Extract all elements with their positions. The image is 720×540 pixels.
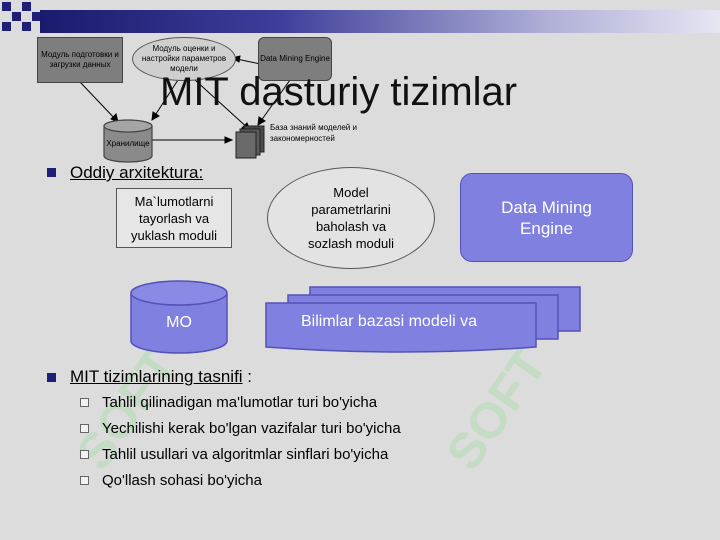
model-param-module-ellipse: Model parametrlarini baholash va sozlash…: [267, 167, 435, 269]
small-load-module-label: Модуль подготовки и загрузки данных: [41, 50, 119, 69]
small-engine-box: Data Mining Engine: [258, 37, 332, 81]
data-load-module-label: Ma`lumotlarni tayorlash va yuklash modul…: [131, 193, 217, 243]
data-load-module-box: Ma`lumotlarni tayorlash va yuklash modul…: [116, 188, 232, 248]
decor-square: [2, 22, 11, 31]
decor-square: [22, 22, 31, 31]
mo-label: MO: [166, 314, 192, 331]
watermark: SOFT: [435, 338, 558, 480]
decor-square: [12, 12, 21, 21]
small-load-module-box: Модуль подготовки и загрузки данных: [37, 37, 123, 83]
classification-item: Tahlil qilinadigan ma'lumotlar turi bo'y…: [102, 394, 378, 411]
section-heading-classification-row: MIT tizimlarining tasnifi :: [70, 367, 252, 387]
sub-bullet-icon: [80, 450, 89, 459]
header-gradient-bar: [40, 10, 720, 33]
small-storage-cylinder: [103, 119, 153, 163]
bullet-square-icon: [47, 373, 56, 382]
classification-item: Qo'llash sohasi bo'yicha: [102, 472, 262, 489]
sub-bullet-icon: [80, 398, 89, 407]
section-heading-classification: MIT tizimlarining tasnifi: [70, 367, 243, 386]
small-eval-module-ellipse: Модуль оценки и настройки параметров мод…: [132, 37, 236, 81]
data-mining-engine-label: Data Mining Engine: [501, 197, 592, 238]
small-storage-label: Хранилище: [106, 139, 150, 148]
small-knowledge-stack-icon: [235, 125, 265, 159]
page-title: MIT dasturiy tizimlar: [160, 70, 518, 114]
data-mining-engine-box: Data Mining Engine: [460, 173, 633, 262]
header-band: [0, 0, 720, 34]
heading-colon: :: [242, 367, 253, 386]
mo-storage-cylinder: [130, 280, 228, 354]
classification-item: Yechilishi kerak bo'lgan vazifalar turi …: [102, 420, 401, 437]
bullet-square-icon: [47, 168, 56, 177]
sub-bullet-icon: [80, 424, 89, 433]
section-heading-architecture: Oddiy arxitektura:: [70, 163, 204, 182]
decor-square: [2, 2, 11, 11]
model-param-module-label: Model parametrlarini baholash va sozlash…: [308, 185, 394, 251]
decor-square: [32, 12, 41, 21]
small-eval-module-label: Модуль оценки и настройки параметров мод…: [141, 44, 227, 73]
decor-square: [22, 2, 31, 11]
knowledge-base-label: Bilimlar bazasi modeli va: [301, 313, 478, 330]
small-engine-label: Data Mining Engine: [260, 54, 330, 63]
knowledge-base-stack: [265, 286, 581, 353]
classification-item: Tahlil usullari va algoritmlar sinflari …: [102, 446, 389, 463]
small-knowledge-label: База знаний моделей и закономерностей: [270, 123, 357, 143]
sub-bullet-icon: [80, 476, 89, 485]
